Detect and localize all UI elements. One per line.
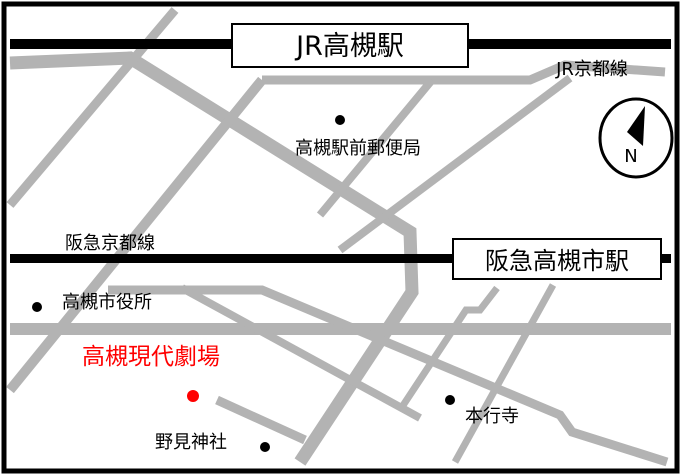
temple-marker — [445, 395, 455, 405]
road-west — [6, 76, 266, 394]
theater-marker — [187, 390, 199, 402]
hankyu-line-label: 阪急京都線 — [65, 233, 155, 254]
post-office-marker — [335, 115, 345, 125]
road-jr-south — [262, 60, 666, 85]
road-hankyu-south-a — [397, 285, 500, 412]
city-hall-marker — [32, 302, 42, 312]
jr-station-box — [231, 23, 469, 68]
main-road-diagonal — [9, 51, 419, 466]
road-northeast — [337, 74, 573, 254]
jr-railway: JR高槻駅 JR京都線 — [10, 23, 671, 80]
landmarks: 高槻駅前郵便局 高槻市役所 高槻現代劇場 本行寺 野見神社 — [32, 115, 519, 453]
shrine-marker — [260, 442, 270, 452]
hankyu-railway: 阪急高槻市駅 阪急京都線 — [10, 233, 671, 280]
city-hall-label: 高槻市役所 — [62, 292, 152, 313]
compass-label: N — [624, 146, 637, 167]
road-hankyu-south-b — [451, 283, 557, 464]
jr-station-label: JR高槻駅 — [294, 31, 404, 62]
road-southeast — [108, 285, 669, 467]
jr-line-label: JR京都線 — [555, 59, 628, 80]
post-office-label: 高槻駅前郵便局 — [295, 138, 421, 159]
theater-label: 高槻現代劇場 — [82, 344, 220, 370]
compass: N — [598, 97, 674, 179]
hankyu-rail-line — [10, 254, 671, 263]
road-post-office — [316, 77, 436, 218]
road-shrine — [215, 395, 307, 445]
hankyu-station-box — [452, 238, 662, 280]
shrine-label: 野見神社 — [155, 432, 227, 453]
temple-label: 本行寺 — [465, 406, 519, 427]
road-south-diagonal — [180, 284, 422, 422]
hankyu-station-label: 阪急高槻市駅 — [485, 247, 629, 275]
north-arrow-icon — [627, 106, 645, 146]
